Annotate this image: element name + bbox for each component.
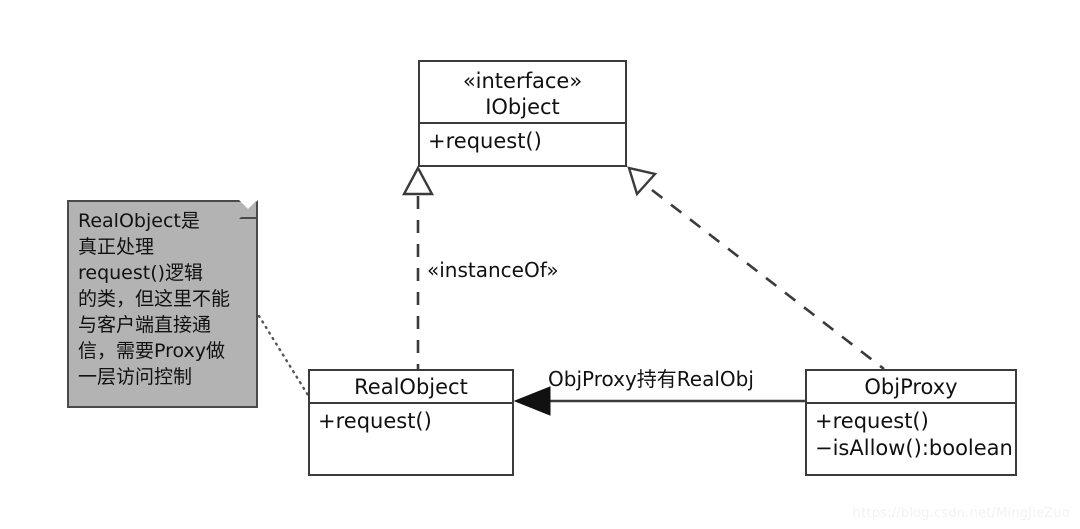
note-fold-corner-inner [240, 201, 256, 217]
watermark-text: https://blog.csdn.net/MingJieZuo [852, 506, 1070, 521]
filled-arrowhead [513, 386, 551, 416]
member-row: +request() [318, 409, 432, 433]
note-line: request()逻辑 [78, 262, 204, 284]
member-row: +request() [815, 409, 929, 433]
edge-label-association: ObjProxy持有RealObj [548, 367, 754, 391]
class-name-realobject: RealObject [354, 375, 468, 399]
class-name-iobject: IObject [485, 95, 560, 119]
class-box-objproxy[interactable]: ObjProxy +request() −isAllow():boolean [805, 369, 1017, 476]
member-row: −isAllow():boolean [815, 436, 1013, 460]
edge-label-instanceof: «instanceOf» [427, 258, 559, 282]
class-members-iobject: +request() [420, 124, 625, 155]
class-members-realobject: +request() [310, 404, 512, 435]
realization-line-objproxy [651, 188, 885, 371]
hollow-triangle-objproxy [627, 166, 658, 197]
class-divider-iobject [420, 122, 625, 124]
class-divider-realobject [310, 402, 512, 404]
note-line: 信，需要Proxy做 [78, 340, 226, 362]
note-line: 与客户端直接通 [78, 314, 212, 336]
class-header-realobject: RealObject [310, 371, 512, 402]
note-line: 真正处理 [78, 236, 155, 258]
class-header-objproxy: ObjProxy [807, 371, 1015, 402]
class-box-realobject[interactable]: RealObject +request() [308, 369, 514, 476]
note-anchor-line [257, 314, 313, 402]
class-members-objproxy: +request() −isAllow():boolean [807, 404, 1015, 462]
note-line: 一层访问控制 [78, 366, 193, 388]
class-divider-objproxy [807, 402, 1015, 404]
note-box-realobject[interactable]: RealObject是 真正处理 request()逻辑 的类，但这里不能 与客… [67, 200, 258, 408]
hollow-triangle-realobject [401, 165, 435, 196]
class-stereotype-iobject: «interface» [462, 69, 583, 93]
class-header-iobject: «interface» IObject [420, 62, 625, 122]
member-row: +request() [428, 129, 542, 153]
note-line: 的类，但这里不能 [78, 288, 231, 310]
note-line: RealObject是 [78, 210, 200, 232]
class-name-objproxy: ObjProxy [864, 375, 958, 399]
class-box-iobject[interactable]: «interface» IObject +request() [418, 60, 627, 167]
